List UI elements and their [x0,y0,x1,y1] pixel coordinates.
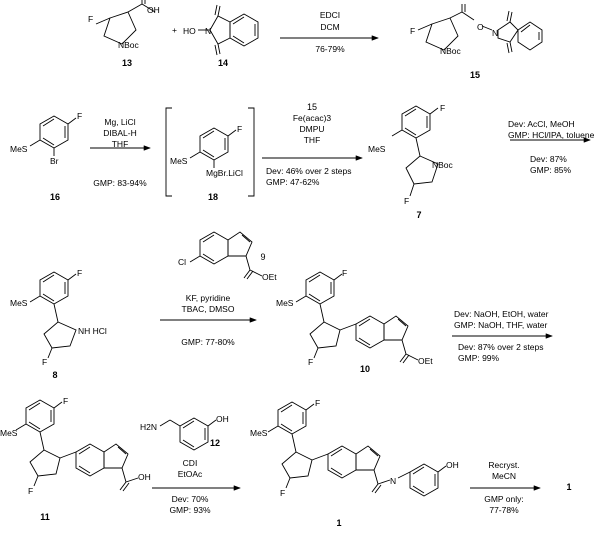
reagent-dibal-h: DIBAL-H [103,128,137,138]
compound-number-1-final: 1 [566,482,572,492]
reagent-cdi: CDI [182,458,198,468]
plus-sign: + [172,25,177,35]
atom-label-f: F [28,486,34,496]
compound-7-structure [391,105,439,197]
reagent-compound-15: 15 [306,102,317,112]
atom-label-mes: MeS [170,156,188,166]
atom-label-f: F [237,124,243,134]
compound-14-structure [198,4,259,56]
compound-13-structure [95,0,156,45]
compound-number-18: 18 [207,192,218,202]
yield-dev-step-3: Dev: 46% over 2 steps [266,166,352,176]
reagent-edci: EDCI [319,10,341,20]
yield-gmp-only-value: 77-78% [489,505,519,515]
yield-gmp-step-6: GMP: 99% [458,353,500,363]
compound-1-structure [267,401,447,497]
reagent-mg-licl: Mg, LiCl [104,117,136,127]
atom-label-oet: OEt [262,272,277,282]
atom-label-mes: MeS [10,144,28,154]
reagent-dev-naoh-etoh: Dev: NaOH, EtOH, water [454,309,549,319]
atom-label-f: F [42,357,48,367]
atom-label-f: F [315,398,321,408]
yield-gmp-step-3: GMP: 47-62% [266,177,320,187]
compound-16-structure [29,115,77,156]
reagent-thf: THF [303,135,321,145]
compound-number-13: 13 [121,58,132,68]
atom-label-o: O [477,22,484,32]
compound-number-8: 8 [52,370,58,380]
compound-number-15: 15 [469,70,480,80]
atom-label-nboc: NBoc [440,46,461,56]
reagent-dev-accl-meoh: Dev: AcCl, MeOH [508,119,575,129]
reagent-dcm: DCM [320,22,340,32]
compound-number-16: 16 [49,192,60,202]
reagent-thf: THF [111,139,129,149]
yield-dev-step-6: Dev: 87% over 2 steps [458,342,544,352]
atom-label-oh: OH [138,472,151,482]
atom-label-mes: MeS [10,298,28,308]
atom-label-f: F [77,111,83,121]
reagent-tbac-dmso: TBAC, DMSO [181,304,235,314]
reagent-recryst: Recryst. [488,460,520,470]
atom-label-f: F [404,196,410,206]
atom-label-n: N [492,28,499,38]
atom-label-mes: MeS [0,428,18,438]
atom-label-mgbr-licl: MgBr.LiCl [206,168,243,178]
atom-label-f: F [440,103,446,113]
yield-dev-step-4: Dev: 87% [530,154,567,164]
yield-step-5: GMP: 77-80% [181,337,235,347]
compound-number-7: 7 [416,210,422,220]
atom-label-ho: HO [183,26,196,36]
atom-label-oh: OH [446,460,459,470]
compound-11-structure [15,399,139,492]
yield-step-1: 76-79% [315,44,345,54]
atom-label-f: F [280,488,286,498]
yield-dev-step-7: Dev: 70% [171,494,209,504]
atom-label-f: F [308,357,314,367]
atom-label-n: N [205,26,212,36]
compound-15-structure [417,4,543,54]
compound-number-1: 1 [336,518,342,528]
atom-label-nboc: NBoc [432,160,453,170]
atom-label-oh: OH [216,414,229,424]
atom-label-f: F [342,268,348,278]
atom-label-f: F [88,14,94,24]
atom-label-oet: OEt [418,356,433,366]
reagent-gmp-hcl-ipa: GMP: HCl/IPA, toluene [508,130,595,140]
compound-number-12: 12 [209,438,220,448]
atom-label-br: Br [50,156,59,166]
yield-gmp-only-label: GMP only: [484,494,524,504]
reagent-dmpu: DMPU [299,124,325,134]
atom-label-f: F [77,268,83,278]
reagent-fe-acac3: Fe(acac)3 [292,113,332,123]
atom-label-oh: OH [147,5,160,15]
compound-number-14: 14 [217,58,228,68]
atom-label-nh-hcl: NH HCl [78,326,107,336]
compound-number-10: 10 [359,364,370,374]
reagent-kf-pyridine: KF, pyridine [185,293,231,303]
reagent-mecn: MeCN [491,471,517,481]
compound-18-structure [165,107,255,197]
atom-label-mes: MeS [250,428,268,438]
atom-label-f: F [410,26,416,36]
atom-label-nboc: NBoc [118,40,139,50]
compound-12-structure [159,417,217,451]
atom-label-h2n: H2N [140,422,158,432]
atom-label-cl: Cl [178,257,187,267]
compound-9-structure [189,231,263,280]
atom-label-f: F [63,396,69,406]
reagent-gmp-naoh-thf: GMP: NaOH, THF, water [454,320,548,330]
yield-gmp-step-4: GMP: 85% [530,165,572,175]
compound-number-9: 9 [260,252,266,262]
reagent-etoac: EtOAc [177,469,203,479]
compound-number-11: 11 [40,512,50,522]
compound-8-structure [29,271,77,359]
yield-gmp-step-7: GMP: 93% [169,505,211,515]
compound-10-structure [295,271,419,364]
atom-label-n: N [390,476,397,486]
atom-label-mes: MeS [276,298,294,308]
atom-label-mes: MeS [368,144,386,154]
yield-step-2: GMP: 83-94% [93,178,147,188]
